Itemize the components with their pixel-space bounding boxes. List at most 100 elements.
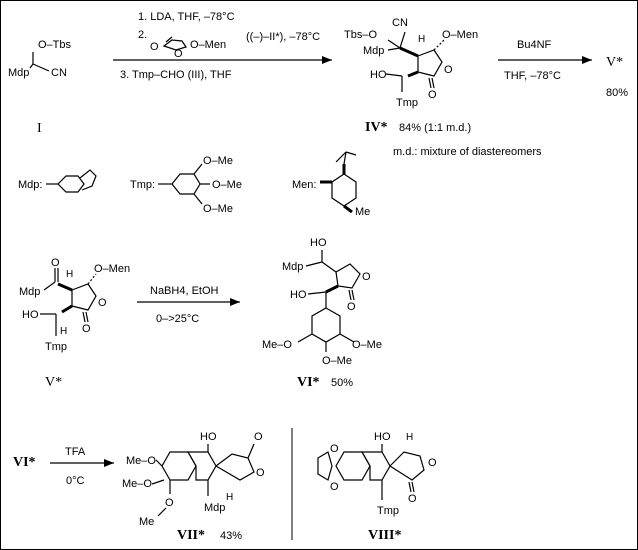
bond: [43, 281, 56, 291]
vii-lactone-ring: [215, 453, 255, 481]
men-cyclohexane: [331, 173, 357, 207]
bond: [387, 47, 401, 51]
compound-V: Mdp O H O–Men O O H HO Tmp V*: [19, 257, 130, 390]
iv-tmp: Tmp: [396, 97, 418, 109]
viii-ho: HO: [374, 431, 391, 443]
compound-VI-label-row4: VI*: [13, 455, 36, 470]
v-ho: HO: [22, 309, 39, 321]
tmp-ome-top: O–Me: [203, 155, 233, 167]
v-h2: H: [60, 326, 67, 337]
reaction1-arrowhead: [322, 56, 332, 64]
iv-omen: O–Men: [442, 29, 478, 41]
bond: [155, 459, 163, 467]
vi-mdp: Mdp: [282, 261, 303, 273]
compound-VIII-label: VIII*: [368, 528, 401, 543]
bond: [32, 63, 50, 72]
vi-o-carbonyl: O: [347, 301, 356, 313]
vii-central-ring: [186, 451, 217, 481]
wedge-bond: [325, 284, 339, 294]
reaction-IV-to-V: Bu4NF THF, –78°C V* 80%: [498, 39, 628, 99]
bond: [387, 39, 401, 49]
wedge-bond: [61, 304, 73, 314]
step1-text: 1. LDA, THF, –78°C: [138, 11, 235, 23]
bond: [351, 289, 355, 301]
butenolide-ring: [162, 39, 187, 51]
mdp-dioxole: [79, 169, 97, 191]
legend-tmp-label: Tmp:: [130, 179, 155, 191]
vii-meo1: Me–O: [126, 455, 156, 467]
viii-central-ring: [360, 451, 391, 481]
bond: [193, 193, 203, 205]
viii-tmp: Tmp: [377, 505, 399, 517]
bond: [247, 443, 255, 459]
vii-meo2: Me–O: [122, 478, 152, 490]
wedge-bond: [399, 46, 419, 58]
vii-me: Me: [139, 516, 154, 528]
legend-men-label: Men:: [292, 179, 316, 191]
iv-mdp: Mdp: [363, 45, 384, 57]
compound-I: O–Tbs Mdp CN I: [8, 39, 72, 136]
legend-tmp: Tmp: O–Me O–Me O–Me: [130, 155, 242, 215]
v-tmp: Tmp: [45, 341, 67, 353]
iv-tbs: Tbs–O: [344, 29, 377, 41]
compound-VII: HO O O H Me–O Me–O O Me Mdp VII* 43%: [122, 431, 265, 543]
compound-VI: HO Mdp O O HO Me–O O–Me O–Me VI* 50%: [262, 237, 382, 390]
viii-dioxole: [317, 451, 333, 481]
arrowhead-VI-VII: [104, 459, 114, 467]
reaction1-conditions: 1. LDA, THF, –78°C 2. O O O–Men ((–)–II*…: [113, 11, 332, 81]
md-note: m.d.: mixture of diastereomers: [393, 146, 542, 158]
compound-IV: Tbs–O CN Mdp H O–Men O O HO Tmp IV* 84% …: [344, 17, 542, 158]
step2-prefix: 2.: [138, 29, 147, 41]
tfa-text: TFA: [65, 446, 86, 458]
bond: [345, 151, 357, 156]
reaction-V-to-VI: NaBH4, EtOH 0–>25°C: [137, 285, 240, 325]
men-me: Me: [355, 206, 370, 218]
v-mdp: Mdp: [19, 286, 40, 298]
bond: [408, 481, 412, 493]
compound-VI-label: VI*: [297, 375, 320, 390]
tmp-ome-bottom: O–Me: [203, 203, 233, 215]
compound-IV-yield: 84% (1:1 m.d.): [399, 122, 471, 134]
compound-I-otbs: O–Tbs: [38, 39, 72, 51]
tmp-benzene: [171, 173, 201, 195]
arrowhead-V-VI: [230, 298, 240, 306]
bond: [151, 479, 165, 485]
wedge-bond: [343, 204, 353, 214]
bond: [157, 507, 167, 517]
vii-o-carbonyl: O: [254, 431, 263, 443]
bond: [335, 151, 347, 163]
bond: [165, 36, 173, 43]
vii-o: O: [165, 497, 174, 509]
dashed-bond: [433, 39, 445, 51]
vi-ho-top: HO: [310, 237, 327, 249]
bu4nf-conditions: THF, –78°C: [504, 70, 561, 82]
wedge-bond: [57, 282, 73, 292]
vi-ho: HO: [290, 289, 307, 301]
bond: [385, 73, 403, 77]
viii-o2: O: [330, 481, 339, 493]
compound-I-cn: CN: [51, 67, 67, 79]
step2-reagent: ((–)–II*), –78°C: [246, 31, 320, 43]
iv-lactone-ring: [417, 49, 443, 77]
compound-VII-label: VII*: [177, 528, 205, 543]
bond: [411, 481, 415, 493]
viii-o-ring: O: [428, 457, 437, 469]
iv-ho: HO: [370, 69, 387, 81]
nabh4-conditions: 0–>25°C: [156, 313, 199, 325]
viii-o1: O: [330, 443, 339, 455]
step3-text: 3. Tmp–CHO (III), THF: [120, 69, 232, 81]
viii-h: H: [406, 432, 413, 443]
bond: [297, 333, 313, 343]
iv-cn: CN: [392, 17, 408, 29]
iv-o-ring: O: [444, 64, 453, 76]
legend-men: Men: Me: [292, 151, 370, 218]
v-h1: H: [66, 269, 73, 280]
bond: [307, 291, 327, 295]
nabh4-text: NaBH4, EtOH: [150, 285, 219, 297]
vi-ome-bottom: O–Me: [322, 355, 352, 367]
compound-IV-label: IV*: [365, 120, 388, 135]
vi-meo-left: Me–O: [262, 339, 292, 351]
bond: [85, 311, 89, 323]
